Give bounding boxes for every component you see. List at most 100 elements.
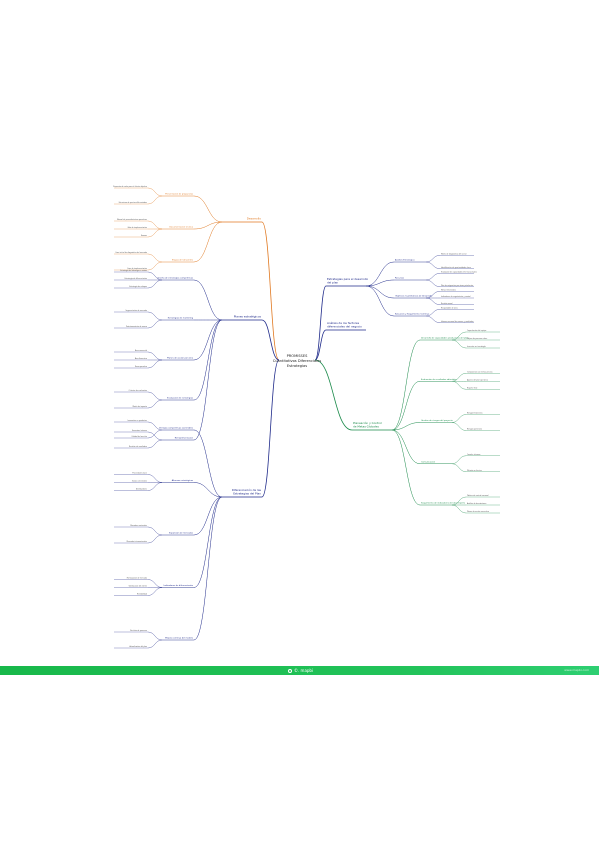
leaf-node[interactable]: Riesgos financieros	[467, 412, 483, 415]
leaf-node-text: Revisión anual	[441, 302, 453, 305]
leaf-node[interactable]: Criterios de evaluación	[129, 389, 147, 392]
leaf-node[interactable]: Capacitación del equipo	[467, 329, 486, 332]
leaf-node[interactable]: Propuesta de valor para el cliente objet…	[113, 185, 147, 188]
leaf-node-text: Área comercial	[135, 349, 147, 352]
leaf-node[interactable]: Participación de mercado	[127, 577, 147, 580]
leaf-node[interactable]: Estrategia de liderazgo en costos	[120, 269, 147, 272]
leaf-node[interactable]: Indicadores de seguimiento y control	[441, 295, 471, 298]
leaf-node-text: Indicadores de seguimiento y control	[441, 295, 471, 298]
sub-node[interactable]: Comunicación	[421, 460, 436, 463]
leaf-node[interactable]: Actualización del plan	[130, 645, 147, 648]
leaf-node[interactable]: Estructura de precios diferenciados	[119, 201, 147, 204]
leaf-node[interactable]: Manual de procedimientos operativos	[117, 218, 147, 221]
leaf-node[interactable]: Canales internos	[467, 453, 481, 456]
leaf-node[interactable]: Revisión de resultados	[129, 445, 147, 448]
leaf-edge	[425, 279, 441, 287]
leaf-edge	[147, 187, 163, 197]
leaf-node[interactable]: Satisfacción del cliente	[129, 585, 147, 588]
sub-node-text: Desarrollo de capacidades productivas de…	[421, 337, 469, 340]
sub-node[interactable]: Documentación técnica	[169, 226, 193, 229]
leaf-node[interactable]: Matriz de impacto	[133, 405, 147, 408]
leaf-node[interactable]: Inversión en tecnología	[467, 345, 486, 348]
leaf-node[interactable]: Matriz de diagnóstico del sector	[441, 252, 467, 255]
sub-node[interactable]: Presentación de propuestas	[165, 193, 193, 196]
leaf-node[interactable]: Riesgos operativos	[467, 428, 482, 431]
leaf-node[interactable]: Calidad del servicio	[131, 435, 147, 438]
leaf-node[interactable]: Distribuidores	[136, 488, 147, 491]
leaf-edge	[147, 253, 163, 263]
sub-node[interactable]: Análisis Estratégico	[395, 259, 415, 262]
sub-node[interactable]: Retroalimentación	[175, 437, 194, 440]
leaf-node[interactable]: Mejora de procesos clave	[467, 337, 487, 340]
sub-node[interactable]: Seguimiento de indicadores del desempeño	[421, 502, 466, 505]
sub-node[interactable]: Ventajas competitivas sostenibles	[159, 427, 193, 430]
sub-node[interactable]: Ejecución y Seguimiento Continuo	[395, 313, 430, 316]
leaf-node[interactable]: Socios comerciales	[132, 480, 147, 483]
leaf-node[interactable]: Comparativo con metas previas	[467, 370, 493, 373]
leaf-node[interactable]: Guía de implementación	[127, 226, 147, 229]
sub-node-text: Ejecución y Seguimiento Continuo	[395, 313, 430, 316]
sub-edge	[193, 496, 223, 536]
leaf-node[interactable]: Revisión de procesos	[130, 629, 147, 632]
sub-node[interactable]: Evaluación de estrategias	[167, 397, 193, 400]
sub-node[interactable]: Etapas del desarrollo	[172, 259, 194, 262]
sub-node[interactable]: Recursos	[395, 277, 404, 280]
leaf-node[interactable]: Evaluación de capacidades internas actua…	[441, 270, 477, 273]
sub-node[interactable]: Indicadores de diferenciación	[164, 584, 194, 587]
leaf-node[interactable]: Proveedores clave	[132, 472, 147, 475]
leaf-node[interactable]: Rentabilidad	[137, 593, 147, 596]
sub-node[interactable]: Desarrollo de capacidades productivas de…	[421, 337, 469, 340]
leaf-node[interactable]: Fase de implementación	[128, 267, 147, 270]
branch-node-mid-right-text: Análisis de los factores	[327, 321, 360, 325]
branch-edge-mid-right	[314, 329, 327, 361]
sub-node[interactable]: Objetivos Cuantitativos de Desarrollo	[395, 295, 433, 298]
leaf-node-text: Análisis de desviaciones	[467, 502, 487, 505]
leaf-node[interactable]: Análisis de desviaciones	[467, 502, 487, 505]
sub-node[interactable]: Gestión de riesgos del proyecto	[421, 419, 454, 422]
leaf-node[interactable]: Estrategia de diferenciación	[125, 277, 147, 280]
sub-edge	[193, 195, 223, 223]
branch-node-navy-left[interactable]: Planes estratégicos	[234, 315, 262, 319]
leaf-node[interactable]: Ajustes del plan operativo	[467, 378, 488, 381]
center-node[interactable]: PROMISSES Cuantitativos Diferenciales Es…	[273, 354, 322, 368]
footer-brand[interactable]: ©. mapbi	[288, 666, 313, 675]
sub-node[interactable]: Mejora continua del modelo	[165, 637, 194, 640]
leaf-node[interactable]: Estrategia de enfoque	[129, 285, 147, 288]
leaf-node[interactable]: Informe mensual de avance y resultados	[441, 320, 474, 323]
leaf-node[interactable]: Reporte final	[467, 386, 478, 389]
branch-node-orange-left[interactable]: Desarrollo	[247, 217, 261, 221]
leaf-node[interactable]: Identificación de oportunidades clave	[441, 266, 471, 269]
sub-node[interactable]: Diseño de estrategias competitivas	[158, 277, 193, 280]
leaf-node[interactable]: Anexos	[141, 234, 147, 237]
leaf-node[interactable]: Mercados nacionales	[130, 524, 147, 527]
leaf-node[interactable]: Área financiera	[135, 357, 147, 360]
leaf-edge	[451, 373, 467, 382]
sub-node-text: Documentación técnica	[169, 226, 193, 229]
leaf-node[interactable]: Segmentación de mercado	[126, 309, 147, 312]
sub-node[interactable]: Planes de acción por área	[167, 357, 194, 360]
leaf-node[interactable]: Área comercial	[135, 349, 147, 352]
leaf-node[interactable]: Mercados internacionales	[127, 540, 148, 543]
sub-node[interactable]: Evaluación de resultados obtenidos	[421, 378, 457, 381]
sub-node[interactable]: Estrategias de marketing	[168, 317, 194, 320]
leaf-node[interactable]: Tablero de control mensual	[467, 494, 489, 497]
leaf-node[interactable]: Difusión a clientes	[467, 469, 482, 472]
sub-node[interactable]: Expansión de mercados	[169, 532, 193, 535]
leaf-node[interactable]: Encuestas internas	[132, 429, 147, 432]
leaf-node[interactable]: Innovación en productos	[127, 419, 147, 422]
leaf-edge	[451, 339, 467, 349]
leaf-node[interactable]: Metas trimestrales	[441, 288, 456, 291]
sub-edge	[193, 319, 223, 401]
leaf-node[interactable]: Responsable de área	[441, 306, 458, 309]
leaf-node[interactable]: Revisión anual	[441, 302, 453, 305]
sub-node[interactable]: Alianzas estratégicas	[172, 479, 193, 482]
leaf-node[interactable]: Plan de asignación por áreas prioritaria…	[441, 284, 473, 287]
leaf-node[interactable]: Planes de acción correctiva	[467, 510, 489, 513]
leaf-node[interactable]: Posicionamiento de marca	[126, 325, 147, 328]
leaf-node[interactable]: Fase inicial de diagnóstico del mercado	[116, 251, 147, 254]
leaf-node[interactable]: Área operativa	[135, 365, 147, 368]
